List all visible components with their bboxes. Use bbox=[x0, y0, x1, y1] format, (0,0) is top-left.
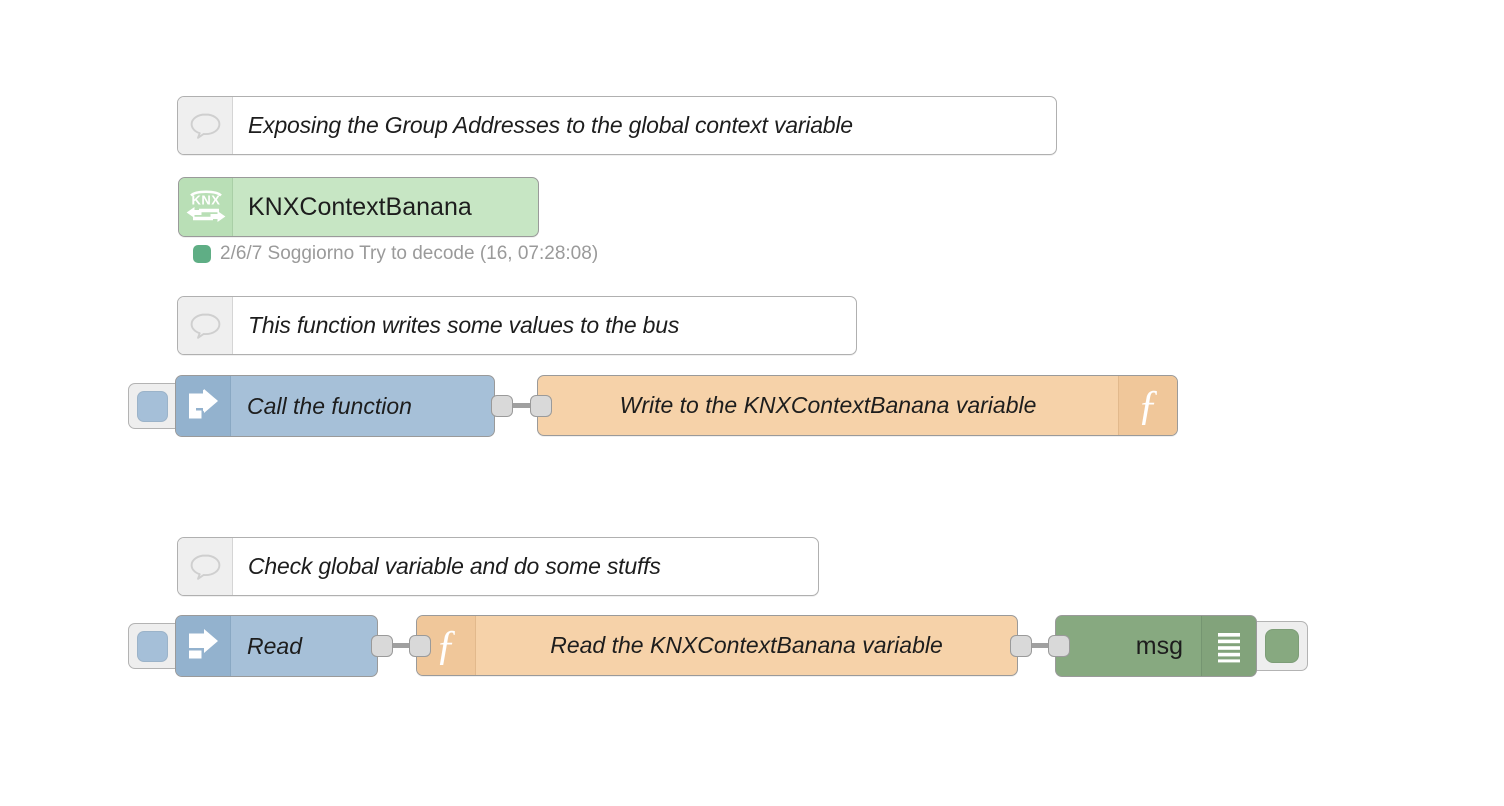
wire-inject-to-function bbox=[510, 403, 535, 408]
inject-output-port[interactable] bbox=[371, 635, 393, 657]
inject-output-port[interactable] bbox=[491, 395, 513, 417]
comment-label: Check global variable and do some stuffs bbox=[248, 553, 661, 579]
svg-text:ƒ: ƒ bbox=[436, 623, 457, 669]
function-input-port[interactable] bbox=[530, 395, 552, 417]
status-text: 2/6/7 Soggiorno Try to decode (16, 07:28… bbox=[220, 243, 599, 264]
function-node-label: Write to the KNXContextBanana variable bbox=[619, 392, 1037, 418]
status-dot-icon bbox=[193, 245, 211, 263]
knx-node-label: KNXContextBanana bbox=[248, 192, 472, 221]
debug-enable-toggle[interactable] bbox=[1256, 621, 1308, 671]
comment-icon bbox=[178, 538, 233, 595]
debug-node-label: msg bbox=[1135, 631, 1183, 660]
comment-icon bbox=[178, 97, 233, 154]
knx-node-status: 2/6/7 Soggiorno Try to decode (16, 07:28… bbox=[193, 243, 598, 265]
function-input-port[interactable] bbox=[409, 635, 431, 657]
knx-node-context-banana[interactable]: KNX KNXContextBanana bbox=[178, 177, 539, 237]
function-node-read[interactable]: ƒ Read the KNXContextBanana variable bbox=[416, 615, 1018, 676]
inject-trigger-button[interactable] bbox=[128, 623, 176, 669]
inject-node-body[interactable]: Call the function bbox=[175, 375, 495, 437]
debug-node-body[interactable]: msg bbox=[1055, 615, 1257, 677]
wire-inject-to-function bbox=[390, 643, 414, 648]
comment-node-exposing[interactable]: Exposing the Group Addresses to the glob… bbox=[177, 96, 1057, 155]
function-f-icon: ƒ bbox=[1118, 376, 1177, 435]
inject-trigger-button[interactable] bbox=[128, 383, 176, 429]
debug-toggle-knob bbox=[1264, 629, 1299, 663]
function-node-label: Read the KNXContextBanana variable bbox=[550, 632, 943, 658]
debug-node-msg[interactable]: msg bbox=[1055, 615, 1308, 677]
comment-icon bbox=[178, 297, 233, 354]
svg-text:KNX: KNX bbox=[191, 193, 220, 208]
comment-node-check[interactable]: Check global variable and do some stuffs bbox=[177, 537, 819, 596]
debug-lines-icon bbox=[1201, 616, 1256, 676]
function-output-port[interactable] bbox=[1010, 635, 1032, 657]
inject-arrow-icon bbox=[176, 376, 231, 436]
inject-node-call-the-function[interactable]: Call the function bbox=[128, 375, 495, 437]
function-node-write[interactable]: Write to the KNXContextBanana variable ƒ bbox=[537, 375, 1178, 436]
comment-label: This function writes some values to the … bbox=[248, 312, 680, 338]
inject-node-body[interactable]: Read bbox=[175, 615, 378, 677]
inject-node-read[interactable]: Read bbox=[128, 615, 378, 677]
inject-button-knob bbox=[137, 390, 168, 422]
inject-node-label: Call the function bbox=[247, 392, 412, 419]
inject-node-label: Read bbox=[247, 632, 302, 659]
knx-icon: KNX bbox=[179, 178, 233, 236]
comment-label: Exposing the Group Addresses to the glob… bbox=[248, 112, 853, 138]
inject-arrow-icon bbox=[176, 616, 231, 676]
comment-node-writes[interactable]: This function writes some values to the … bbox=[177, 296, 857, 355]
debug-input-port[interactable] bbox=[1048, 635, 1070, 657]
wire-function-to-debug bbox=[1029, 643, 1053, 648]
svg-text:ƒ: ƒ bbox=[1138, 383, 1159, 429]
inject-button-knob bbox=[137, 630, 168, 662]
